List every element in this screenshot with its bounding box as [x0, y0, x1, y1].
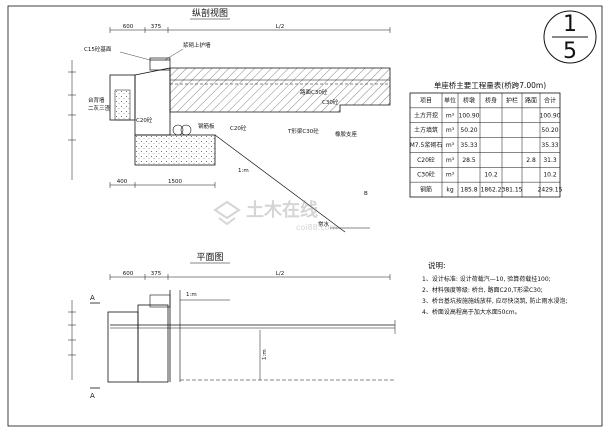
- elev-dim-375: 375: [151, 24, 162, 30]
- elev-slope: 1:m: [238, 168, 249, 174]
- label-backwall: 台背墙: [88, 96, 105, 104]
- label-guardrail: 浆砌上护墙: [183, 41, 211, 49]
- table-header-cell: 路面: [525, 96, 537, 104]
- elev-dim-600: 600: [123, 24, 134, 30]
- table-cell: 381.15: [502, 187, 523, 194]
- plan-slope: 1:m: [186, 292, 197, 298]
- table-cell: m³: [446, 112, 455, 119]
- table-header-cell: 桥身: [485, 96, 497, 104]
- sheet-number-top: 1: [563, 12, 577, 37]
- note-item-1: 1、设计标准: 设计荷载汽—10, 验算荷载挂100;: [422, 275, 551, 283]
- elevation-view: 纵剖视图 600 375 L/2 1:m: [68, 7, 391, 233]
- label-c20a: C20砼: [136, 116, 153, 124]
- plan-marker-a-bottom: A: [90, 392, 95, 400]
- table-cell: 100.90: [540, 112, 561, 119]
- table-cell: 50.20: [541, 127, 558, 134]
- label-c15: C15砼基面: [84, 45, 112, 53]
- label-tbeam: T形梁C30砼: [287, 127, 319, 135]
- table-header-cell: 合计: [544, 96, 556, 104]
- slope-line: [214, 134, 346, 233]
- sheet-number-badge: 1 5: [543, 10, 597, 64]
- label-c30: C30砼: [322, 98, 339, 106]
- elevation-title: 纵剖视图: [192, 7, 228, 19]
- plan-title: 平面图: [196, 252, 223, 263]
- table-cell: 35.33: [541, 142, 558, 149]
- elev-dim-1500: 1500: [168, 179, 182, 185]
- watermark-text: 土木在线: [246, 199, 318, 221]
- table-header-cell: 项目: [420, 97, 432, 104]
- label-lime: 二灰三渣: [88, 104, 111, 112]
- sheet-number-bottom: 5: [563, 39, 577, 64]
- table-cell: kg: [446, 187, 453, 194]
- notes-title: 说明:: [428, 260, 446, 270]
- foundation-block: [134, 134, 216, 166]
- table-cell: m³: [446, 127, 455, 134]
- table-cell: 50.20: [460, 127, 477, 134]
- quantity-table: 单座桥主要工程量表(桥跨7.00m) 项目 单位桥墩 桥身 护栏路面合计土方开挖 m³ 1…: [409, 80, 563, 198]
- sheet-border: [7, 5, 603, 427]
- table-header-cell: 桥墩: [463, 96, 475, 104]
- deck-section: [169, 67, 391, 113]
- note-item-3: 3、桥台基坑按施施线放样, 应尽快浇筑, 防止雨水浸泡;: [422, 297, 567, 305]
- label-rebar: 钢筋板: [198, 122, 215, 130]
- plan-dim-l2: L/2: [276, 271, 284, 277]
- table-cell: 100.90: [459, 112, 480, 119]
- table-cell: 35.33: [460, 142, 477, 149]
- plan-dim-600: 600: [123, 271, 134, 277]
- table-header-cell: 护栏: [506, 96, 518, 104]
- plan-abutment: [107, 311, 139, 383]
- table-cell: m³: [446, 142, 455, 149]
- notes-block: 说明: 1、设计标准: 设计荷载汽—10, 验算荷载挂100; 2、材料强度等级…: [422, 260, 567, 316]
- plan-dim-375: 375: [151, 271, 162, 277]
- abutment-body: [134, 67, 171, 136]
- table-cell: C20砼: [417, 156, 435, 164]
- table-cell: M7.5浆砌石: [410, 141, 443, 149]
- table-cell: 10.2: [543, 172, 557, 179]
- elev-dim-l2: L/2: [276, 24, 284, 30]
- table-cell: 钢筋: [420, 186, 432, 194]
- label-paving: 路面C30砼: [300, 88, 328, 96]
- elev-dim-400: 400: [117, 179, 128, 185]
- watermark: 土木在线 coi88.com: [213, 199, 338, 232]
- table-cell: 土方开挖: [414, 111, 438, 119]
- plan-marker-a-top: A: [90, 294, 95, 302]
- table-cell: 31.3: [543, 157, 557, 164]
- table-cell: 28.5: [462, 157, 476, 164]
- table-cell: 2429.15: [538, 187, 563, 194]
- table-cell: 2.8: [526, 157, 536, 164]
- table-cell: 1862.2: [481, 187, 502, 194]
- table-cell: C30砼: [417, 171, 435, 179]
- plan-slope-vertical: 1:m: [262, 349, 268, 360]
- table-cell: 185.8: [460, 187, 477, 194]
- table-cell: m³: [446, 157, 455, 164]
- table-title: 单座桥主要工程量表(桥跨7.00m): [434, 80, 546, 90]
- table-cell: 土方填筑: [414, 126, 438, 134]
- note-item-2: 2、材料强度等级: 桥台, 路面C20,T形梁C30;: [422, 286, 543, 294]
- plan-view: 平面图 600 375 L/2 1:m 1:m A: [68, 252, 396, 400]
- table-header-cell: 单位: [444, 96, 456, 104]
- table-cell: m³: [446, 172, 455, 179]
- table-cell: 10.2: [484, 172, 498, 179]
- label-c20b: C20砼: [230, 124, 247, 132]
- label-bearing: 橡胶支座: [335, 130, 358, 138]
- watermark-subtext: coi88.com: [296, 223, 338, 232]
- elev-marker-b: B: [364, 191, 368, 197]
- note-item-4: 4、桥面设高程高于加大水面50cm。: [422, 308, 521, 316]
- elev-water: 常水: [318, 220, 330, 228]
